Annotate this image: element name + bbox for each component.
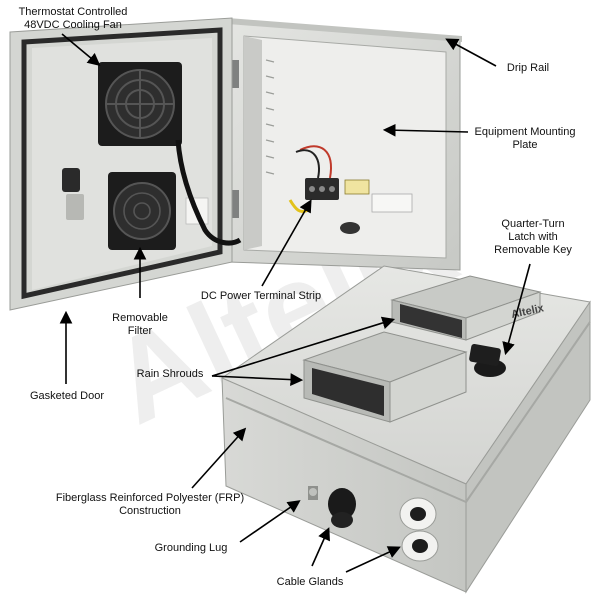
callout-lines xyxy=(59,33,531,573)
label-frp-construction: Fiberglass Reinforced Polyester (FRP) Co… xyxy=(55,492,245,517)
cable-gland-white xyxy=(399,497,439,562)
label-rain-shrouds: Rain Shrouds xyxy=(136,368,204,380)
label-mounting-plate: Equipment Mounting Plate xyxy=(474,126,576,151)
label-gasketed-door: Gasketed Door xyxy=(30,390,104,402)
label-terminal-strip: DC Power Terminal Strip xyxy=(200,290,322,302)
removable-filter xyxy=(108,172,176,250)
label-cable-glands: Cable Glands xyxy=(276,576,344,588)
label-drip-rail: Drip Rail xyxy=(506,62,550,74)
closed-enclosure: Altelix xyxy=(220,265,591,594)
grounding-lug xyxy=(308,486,318,500)
label-cooling-fan: Thermostat Controlled 48VDC Cooling Fan xyxy=(18,6,128,31)
rain-shroud xyxy=(390,275,542,341)
rain-shroud xyxy=(302,331,468,423)
cable-gland-black xyxy=(328,488,356,528)
label-quarter-turn-latch: Quarter-Turn Latch with Removable Key xyxy=(494,218,572,256)
label-grounding-lug: Grounding Lug xyxy=(154,542,228,554)
quarter-turn-latch xyxy=(469,344,506,377)
open-enclosure xyxy=(227,18,462,271)
label-removable-filter: Removable Filter xyxy=(112,312,168,337)
gasketed-door xyxy=(9,17,242,311)
cooling-fan xyxy=(98,62,182,146)
